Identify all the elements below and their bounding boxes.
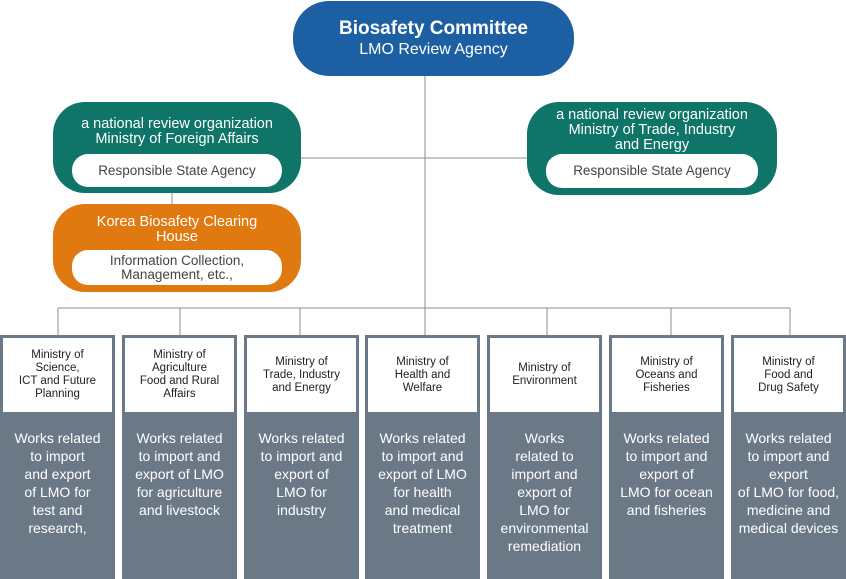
ministry-works: Works related to import and export of LM…	[737, 430, 840, 536]
trade-industry-node: a national review organization Ministry …	[527, 102, 777, 195]
trade-industry-responsible-agency: Responsible State Agency	[546, 154, 758, 188]
ministry-environment: Ministry of Environment Works related to…	[487, 335, 602, 579]
ministry-name: Ministry of Agriculture Food and Rural A…	[125, 338, 234, 412]
foreign-affairs-node: a national review organization Ministry …	[53, 102, 301, 193]
ministry-name: Ministry of Food and Drug Safety	[734, 338, 843, 412]
committee-title: Biosafety Committee	[339, 18, 528, 39]
ministry-food-drug-safety: Ministry of Food and Drug Safety Works r…	[731, 335, 846, 579]
trade-industry-title: a national review organization Ministry …	[556, 107, 748, 153]
ministry-agriculture: Ministry of Agriculture Food and Rural A…	[122, 335, 237, 579]
ministry-trade-industry: Ministry of Trade, Industry and Energy W…	[244, 335, 359, 579]
foreign-affairs-title: a national review organization Ministry …	[81, 116, 273, 147]
ministry-health-welfare: Ministry of Health and Welfare Works rel…	[365, 335, 480, 579]
clearing-house-title: Korea Biosafety Clearing House	[96, 214, 258, 245]
foreign-affairs-responsible-agency: Responsible State Agency	[72, 154, 282, 187]
ministry-works: Works related to import and export of LM…	[14, 430, 101, 536]
ministry-works: Works related to import and export of LM…	[620, 430, 713, 518]
ministry-name: Ministry of Science, ICT and Future Plan…	[3, 338, 112, 412]
ministry-name: Ministry of Oceans and Fisheries	[612, 338, 721, 412]
committee-subtitle: LMO Review Agency	[359, 41, 508, 58]
ministry-works: Works related to import and export of LM…	[135, 430, 224, 518]
ministry-name: Ministry of Environment	[490, 338, 599, 412]
ministry-science-ict: Ministry of Science, ICT and Future Plan…	[0, 335, 115, 579]
ministry-name: Ministry of Health and Welfare	[368, 338, 477, 412]
biosafety-committee-node: Biosafety Committee LMO Review Agency	[293, 1, 574, 76]
ministry-works: Works related to import and export of LM…	[500, 430, 589, 554]
ministry-name: Ministry of Trade, Industry and Energy	[247, 338, 356, 412]
clearing-house-info: Information Collection, Management, etc.…	[72, 250, 282, 285]
ministry-works: Works related to import and export of LM…	[258, 430, 345, 518]
ministry-works: Works related to import and export of LM…	[378, 430, 467, 536]
clearing-house-node: Korea Biosafety Clearing House Informati…	[53, 204, 301, 292]
ministry-oceans-fisheries: Ministry of Oceans and Fisheries Works r…	[609, 335, 724, 579]
